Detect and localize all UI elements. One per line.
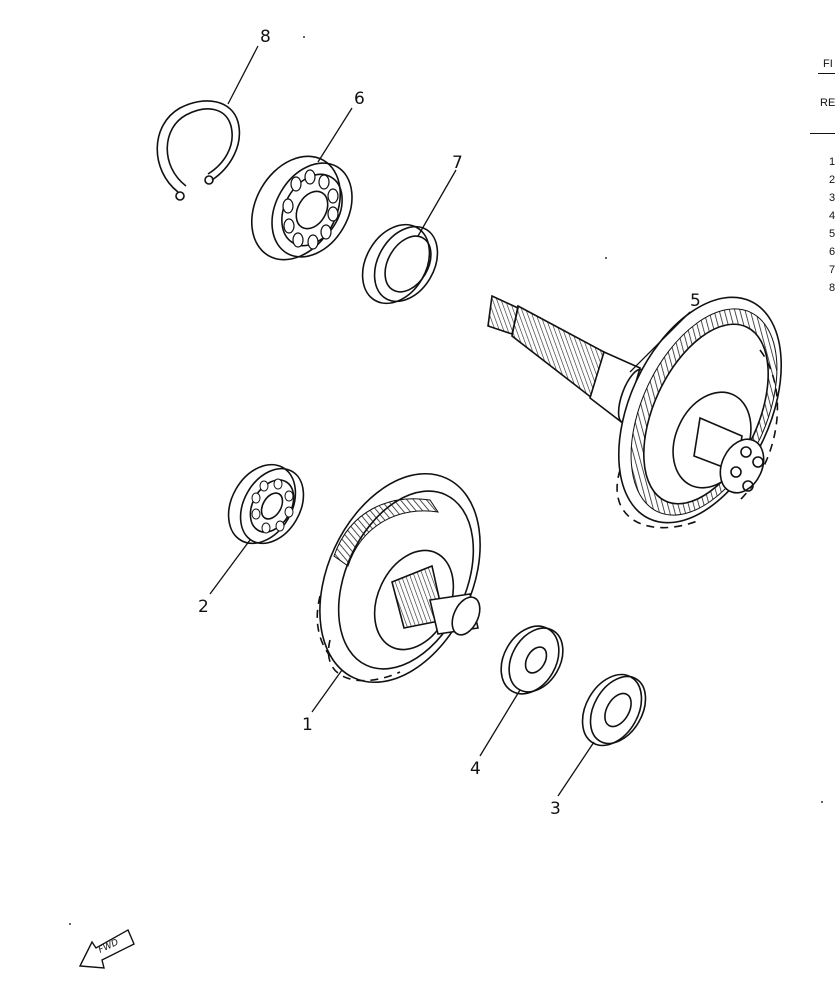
- bearing-part-2: [215, 453, 316, 556]
- table-header-rule: [810, 133, 835, 134]
- callout-8: 8: [260, 27, 271, 47]
- leader-1: [311, 669, 343, 713]
- washer-part-3: [570, 664, 656, 756]
- leader-5: [629, 311, 691, 373]
- table-ref-1: 1: [829, 156, 835, 168]
- table-header-fig: FI: [823, 58, 833, 70]
- fwd-arrow-icon: FWD: [78, 929, 135, 969]
- circlip-part-8: [157, 101, 239, 201]
- leader-6: [317, 107, 353, 163]
- callout-7: 7: [452, 153, 463, 173]
- callout-4: 4: [470, 759, 481, 779]
- gear-part-1: [288, 448, 511, 708]
- bearing-part-6: [234, 140, 368, 275]
- table-header-ref: RE: [820, 97, 835, 109]
- scan-speck: [605, 257, 607, 259]
- table-ref-5: 5: [829, 228, 835, 240]
- callout-labels: 8 6 7 5 2 1 4 3: [198, 27, 701, 819]
- table-top-rule: [818, 73, 835, 74]
- callout-6: 6: [354, 89, 365, 109]
- table-ref-3: 3: [829, 192, 835, 204]
- table-ref-2: 2: [829, 174, 835, 186]
- scan-speck: [69, 923, 71, 925]
- shaft-gear-part-5: [488, 272, 814, 549]
- leader-4: [479, 689, 521, 757]
- table-ref-6: 6: [829, 246, 835, 258]
- table-ref-7: 7: [829, 264, 835, 276]
- callout-2: 2: [198, 597, 209, 617]
- table-ref-8: 8: [829, 282, 835, 294]
- scan-speck: [821, 801, 823, 803]
- leader-lines: [209, 45, 691, 797]
- callout-3: 3: [550, 799, 561, 819]
- leader-3: [557, 741, 595, 797]
- table-ref-4: 4: [829, 210, 835, 222]
- seal-part-7: [349, 213, 450, 316]
- callout-1: 1: [302, 715, 313, 735]
- callout-5: 5: [690, 291, 701, 311]
- leader-7: [417, 169, 457, 237]
- leader-2: [209, 539, 251, 595]
- leader-8: [227, 45, 259, 105]
- scan-speck: [303, 36, 305, 38]
- washer-part-4: [489, 616, 573, 704]
